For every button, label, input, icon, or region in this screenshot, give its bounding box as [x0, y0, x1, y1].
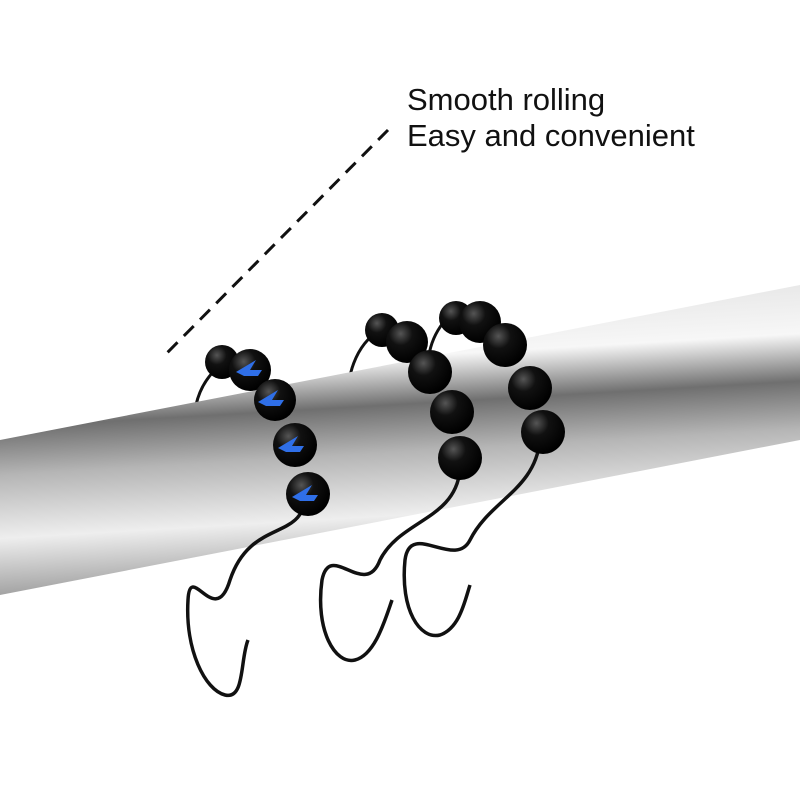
hook-2-beads — [365, 313, 482, 480]
caption-line-2: Easy and convenient — [407, 118, 695, 153]
curtain-rod — [0, 285, 800, 595]
hook-fronts — [185, 439, 542, 697]
hook-3-beads — [439, 301, 565, 454]
hook-1-beads — [205, 345, 330, 516]
caption-line-1: Smooth rolling — [407, 82, 606, 117]
dashed-pointer-line — [160, 128, 390, 360]
arrow-chevron-icon — [236, 360, 318, 501]
